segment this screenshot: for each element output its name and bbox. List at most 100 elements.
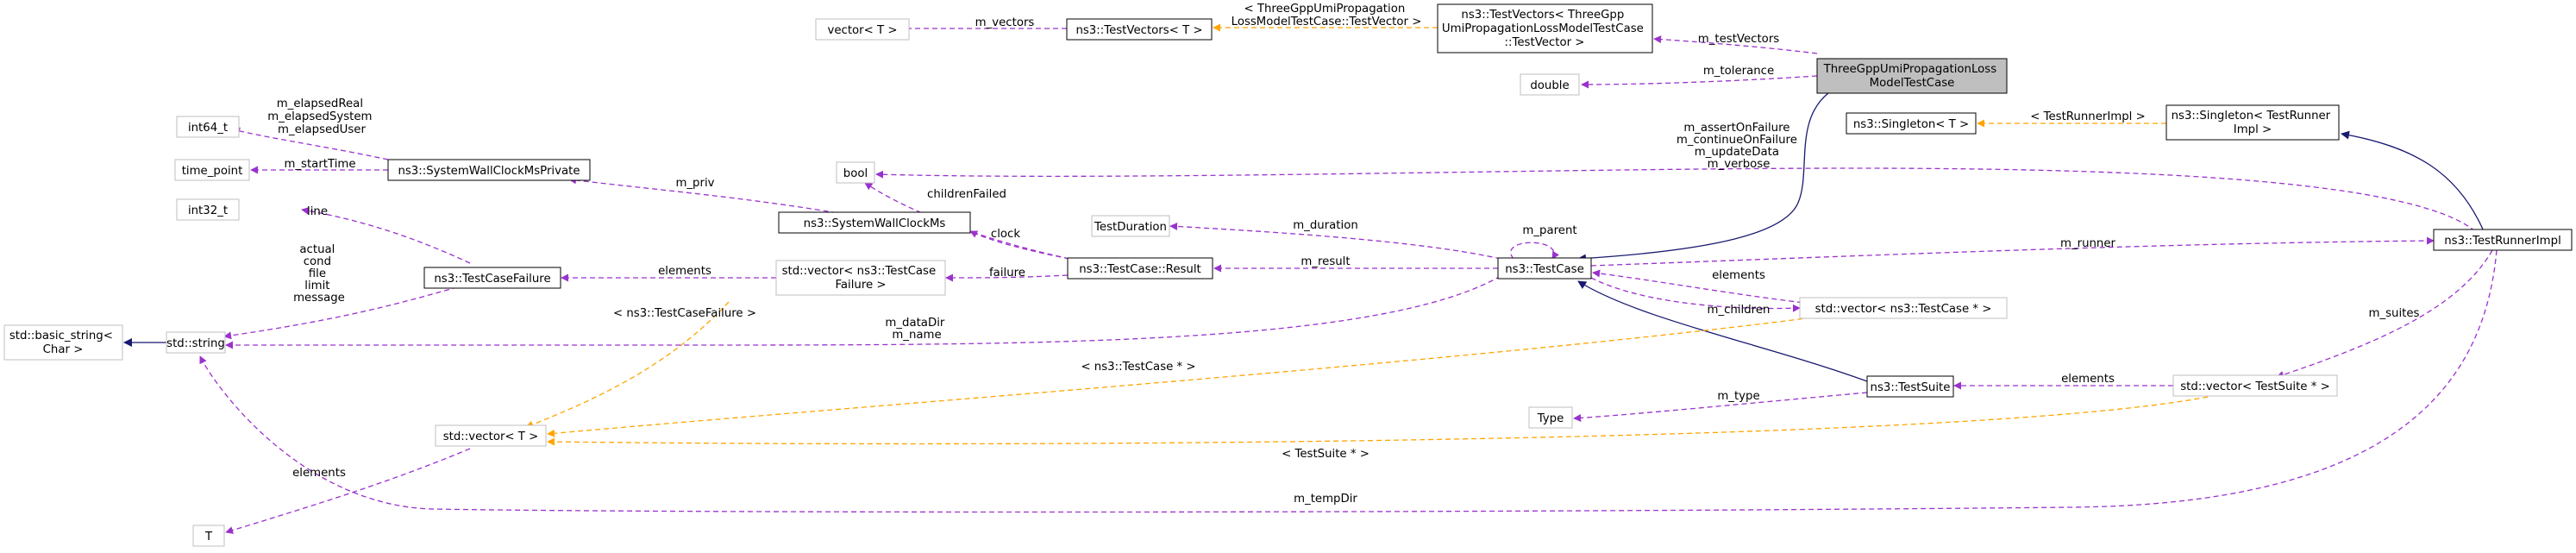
svg-text:std::string: std::string	[166, 337, 225, 350]
node-std-vector-t[interactable]: std::vector< T >	[435, 424, 547, 447]
edge-swc-to-swcpriv	[568, 176, 863, 218]
edge-label-line: failure	[989, 267, 1025, 280]
edge-label-line: clock	[991, 228, 1020, 241]
node-label: UmiPropagationLossModelTestCase	[1442, 22, 1644, 35]
node-label: std::vector< ns3::TestCase * >	[1815, 303, 1992, 316]
edge-label-m-priv: m_priv	[675, 177, 714, 190]
node-t[interactable]: T	[192, 525, 225, 547]
edge-label-clock: clock	[991, 228, 1020, 241]
node-label: Char >	[43, 343, 84, 356]
edge-label-line: m_runner	[2060, 237, 2116, 250]
svg-text:double: double	[1530, 79, 1569, 92]
edge-label-line: limit	[304, 280, 329, 292]
node-testvectors-t[interactable]: ns3::TestVectors< T >	[1066, 18, 1213, 41]
edge-label-line: m_testVectors	[1698, 33, 1780, 46]
edge-label-m-type: m_type	[1717, 390, 1759, 403]
node-basic-string[interactable]: std::basic_string< Char >	[3, 324, 123, 361]
node-vector-testsuite-ptr[interactable]: std::vector< TestSuite * >	[2172, 374, 2338, 397]
svg-text:TestDuration: TestDuration	[1094, 221, 1167, 234]
svg-text:ns3::Singleton< T >: ns3::Singleton< T >	[1853, 118, 1969, 131]
node-label: ns3::TestVectors< T >	[1075, 24, 1202, 37]
edge-label-line: m_dataDir	[885, 317, 944, 330]
node-testrunnerimpl[interactable]: ns3::TestRunnerImpl	[2433, 229, 2573, 251]
edge-label-line: elements	[292, 467, 346, 480]
node-testduration[interactable]: TestDuration	[1091, 215, 1170, 237]
node-std-string[interactable]: std::string	[166, 331, 226, 354]
edge-label-m-duration: m_duration	[1293, 219, 1358, 232]
svg-text:ns3::TestCase: ns3::TestCase	[1505, 263, 1584, 276]
edge-label-line: m_duration	[1293, 219, 1358, 232]
node-label: ModelTestCase	[1870, 77, 1955, 90]
edge-label-m-suites: m_suites	[2369, 307, 2420, 320]
edge-label-line: < TestRunnerImpl >	[2030, 110, 2146, 123]
edge-label-line: m_verbose	[1708, 158, 1771, 171]
node-systemwallclockms-private[interactable]: ns3::SystemWallClockMsPrivate	[387, 159, 591, 181]
node-systemwallclockms[interactable]: ns3::SystemWallClockMs	[778, 211, 971, 234]
svg-text:ns3::TestVectors< T >: ns3::TestVectors< T >	[1075, 24, 1202, 37]
node-vector-testcase-ptr[interactable]: std::vector< ns3::TestCase * >	[1799, 297, 2008, 319]
svg-text:int32_t: int32_t	[188, 204, 228, 217]
node-vector-testcasefailure[interactable]: std::vector< ns3::TestCase Failure >	[775, 260, 946, 296]
node-label: std::vector< T >	[443, 430, 539, 443]
edge-label-line-member: line	[307, 205, 328, 218]
svg-text:std::basic_string< Cha: std::basic_string< Char >	[9, 330, 116, 356]
edge-label-line: < ThreeGppUmiPropagation	[1244, 3, 1406, 16]
edge-vecTSptr-to-stdvectorT	[547, 396, 2209, 446]
node-bool[interactable]: bool	[836, 161, 875, 184]
edge-label-childrenfailed: childrenFailed	[927, 188, 1006, 201]
svg-text:bool: bool	[843, 167, 868, 180]
edge-label-line: message	[293, 292, 345, 305]
edge-label-line: m_elapsedSystem	[267, 110, 372, 123]
node-int32[interactable]: int32_t	[176, 198, 240, 221]
node-label: int64_t	[188, 122, 228, 135]
edge-label-line: m_type	[1717, 390, 1759, 403]
edge-label-line: m_tolerance	[1703, 65, 1774, 78]
node-testvectors-threegpp[interactable]: ns3::TestVectors< ThreeGpp UmiPropagatio…	[1437, 3, 1653, 53]
node-label: T	[204, 531, 213, 544]
edge-label-line: LossModelTestCase::TestVector >	[1232, 16, 1422, 28]
edge-label-line: m_result	[1301, 255, 1350, 268]
node-testsuite[interactable]: ns3::TestSuite	[1866, 375, 1954, 398]
edge-label-elapsed-members: m_elapsedReal m_elapsedSystem m_elapsedU…	[267, 97, 375, 136]
node-label: int32_t	[188, 204, 228, 217]
edge-testcase-to-testduration	[1169, 222, 1501, 260]
node-label: ns3::SystemWallClockMs	[804, 217, 946, 230]
edge-stdvectorT-to-T	[225, 448, 471, 534]
node-singleton-t[interactable]: ns3::Singleton< T >	[1846, 112, 1977, 135]
node-testcase[interactable]: ns3::TestCase	[1497, 257, 1592, 280]
edge-label-m-tempdir: m_tempDir	[1294, 493, 1357, 506]
svg-text:ns3::TestRunnerImpl: ns3::TestRunnerImpl	[2444, 235, 2561, 248]
svg-text:vector< T >: vector< T >	[827, 24, 897, 37]
node-testcasefailure[interactable]: ns3::TestCaseFailure	[423, 267, 561, 289]
node-label: ns3::Singleton< T >	[1853, 118, 1969, 131]
node-testcase-result[interactable]: ns3::TestCase::Result	[1067, 257, 1213, 280]
svg-text:T: T	[204, 531, 213, 544]
node-threegpp-testcase[interactable]: ThreeGppUmiPropagationLoss ModelTestCase	[1816, 58, 2008, 94]
edge-testrunnerimpl-to-stdstring	[199, 249, 2498, 513]
edge-testcase-to-testrunnerimpl	[1590, 236, 2435, 267]
edge-testsuite-to-type	[1573, 392, 1868, 422]
node-label: ns3::TestCase::Result	[1079, 263, 1201, 276]
edge-label-line: actual	[299, 243, 335, 256]
edge-label-line: childrenFailed	[927, 188, 1006, 201]
node-double[interactable]: double	[1520, 73, 1580, 96]
edge-label-bool-members: m_assertOnFailure m_continueOnFailure m_…	[1677, 122, 1801, 171]
svg-text:std::vector< ns3::TestCase * >: std::vector< ns3::TestCase * >	[1815, 303, 1992, 316]
node-singleton-testrunnerimpl[interactable]: ns3::Singleton< TestRunner Impl >	[2165, 104, 2340, 141]
node-int64[interactable]: int64_t	[176, 116, 240, 138]
edge-label-testvector-template: < ThreeGppUmiPropagation LossModelTestCa…	[1232, 3, 1422, 28]
edge-testrunnerimpl-to-vecTSptr	[2276, 249, 2493, 379]
edge-label-datadir-name: m_dataDir m_name	[885, 317, 948, 342]
node-time-point[interactable]: time_point	[174, 159, 250, 181]
node-vector-t[interactable]: vector< T >	[815, 18, 910, 41]
edge-label-line: m_updateData	[1695, 146, 1779, 159]
edge-label-m-tolerance: m_tolerance	[1703, 65, 1774, 78]
edge-label-line: elements	[658, 265, 711, 278]
edge-label-elements-T: elements	[292, 467, 346, 480]
node-label: ns3::SystemWallClockMsPrivate	[398, 165, 580, 178]
edge-label-m-children: m_children	[1708, 304, 1771, 317]
node-label: std::string	[166, 337, 225, 350]
node-type[interactable]: Type	[1528, 406, 1573, 429]
svg-text:std::vector< T >: std::vector< T >	[443, 430, 539, 443]
